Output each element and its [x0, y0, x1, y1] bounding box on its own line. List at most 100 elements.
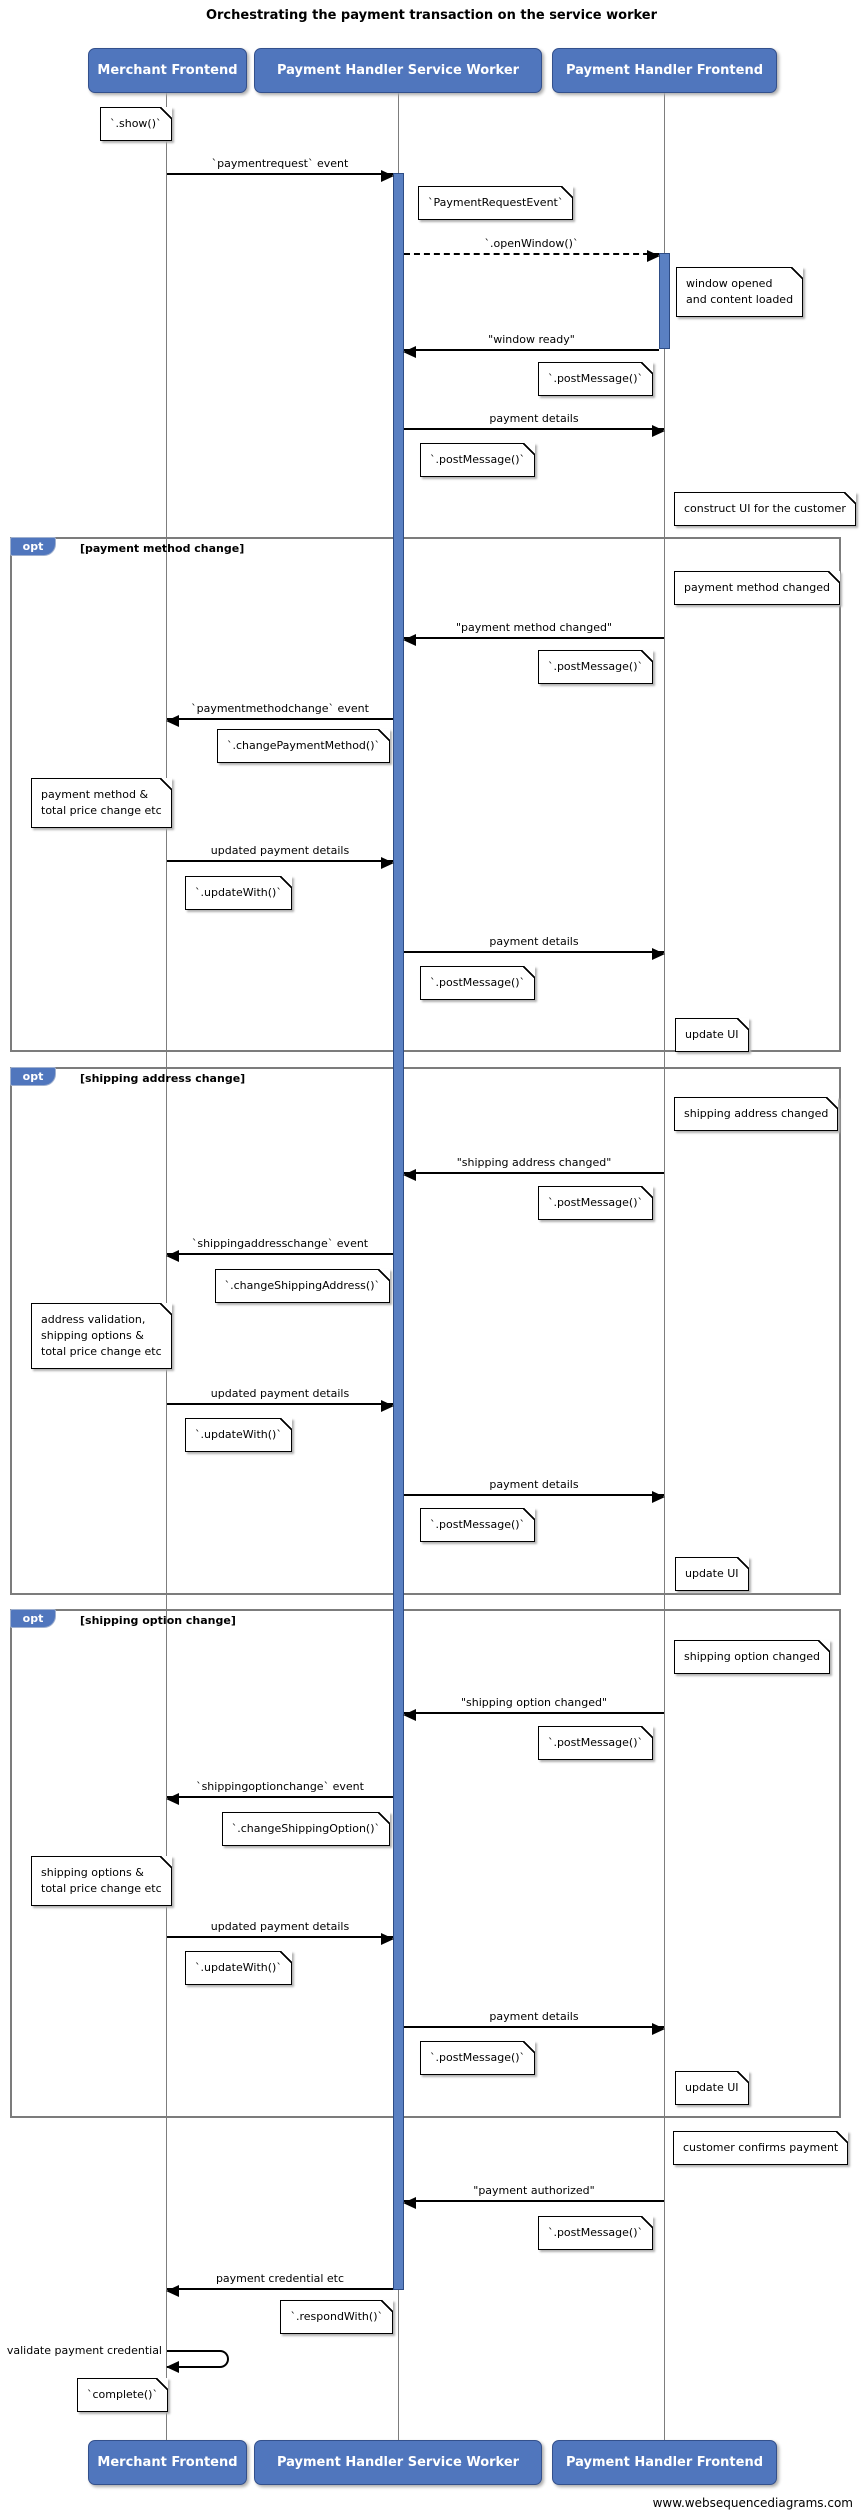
message-updated-payment-details-2: updated payment details	[167, 1386, 394, 1412]
opt-condition: [shipping address change]	[80, 1072, 246, 1085]
opt-keyword: opt	[10, 1609, 56, 1628]
message-payment-details-3: payment details	[404, 2009, 665, 2035]
message-label: "window ready"	[488, 333, 575, 346]
message-shipping-option-changed: "shipping option changed"	[403, 1695, 664, 1721]
opt-fragment-shipping-option: opt [shipping option change]	[10, 1609, 841, 2118]
activation-handler-frontend	[659, 253, 670, 349]
participant-handler-frontend-bottom: Payment Handler Frontend	[552, 2440, 777, 2485]
message-shipping-address-changed: "shipping address changed"	[403, 1155, 664, 1181]
opt-keyword: opt	[10, 537, 56, 556]
message-line	[167, 170, 394, 182]
message-updated-payment-details-1: updated payment details	[167, 843, 394, 869]
message-line	[404, 1491, 665, 1503]
opt-keyword: opt	[10, 1067, 56, 1086]
note-change-shipping-address: `.changeShippingAddress()`	[214, 1269, 391, 1303]
opt-fragment-payment-method: opt [payment method change]	[10, 537, 841, 1052]
note-payment-request-event: `PaymentRequestEvent`	[418, 186, 574, 220]
message-open-window: `.openWindow()`	[404, 236, 660, 262]
watermark: www.websequencediagrams.com	[652, 2496, 853, 2510]
opt-condition: [shipping option change]	[80, 1614, 236, 1627]
note-shipping-option-changed: shipping option changed	[674, 1640, 830, 1674]
note-post-message-method-changed: `.postMessage()`	[537, 650, 654, 684]
note-post-message-payment-details-2: `.postMessage()`	[420, 1508, 536, 1542]
message-window-ready: "window ready"	[403, 332, 659, 358]
message-line	[166, 1250, 393, 1262]
note-customer-confirms: customer confirms payment	[673, 2131, 849, 2165]
message-validate-credential-label: validate payment credential	[6, 2344, 162, 2357]
message-payment-method-changed: "payment method changed"	[403, 620, 664, 646]
note-post-message-window-ready: `.postMessage()`	[537, 362, 654, 396]
message-shippingoptionchange-event: `shippingoptionchange` event	[166, 1779, 393, 1805]
note-update-with-3: `.updateWith()`	[185, 1951, 292, 1985]
opt-fragment-shipping-address: opt [shipping address change]	[10, 1067, 841, 1595]
message-label: "payment method changed"	[455, 621, 613, 634]
message-label: `shippingoptionchange` event	[196, 1780, 364, 1793]
message-line	[404, 948, 665, 960]
message-label: `shippingaddresschange` event	[191, 1237, 369, 1250]
message-label: `paymentmethodchange` event	[191, 702, 369, 715]
note-update-with-2: `.updateWith()`	[185, 1418, 292, 1452]
activation-service-worker	[393, 173, 404, 2290]
note-update-with-1: `.updateWith()`	[185, 876, 292, 910]
message-shippingaddresschange-event: `shippingaddresschange` event	[166, 1236, 393, 1262]
message-line	[403, 1169, 664, 1181]
message-line	[167, 1400, 394, 1412]
note-window-opened: window opened and content loaded	[676, 267, 804, 317]
message-label: payment details	[489, 1478, 579, 1491]
diagram-title: Orchestrating the payment transaction on…	[205, 8, 658, 23]
message-payment-details-1: payment details	[404, 934, 665, 960]
participant-service-worker-top: Payment Handler Service Worker	[254, 48, 542, 93]
note-post-message-address-changed: `.postMessage()`	[537, 1186, 654, 1220]
message-payment-details-intro: payment details	[404, 411, 665, 437]
note-update-ui-2: update UI	[675, 1557, 749, 1591]
message-line	[403, 346, 659, 358]
message-label: `.openWindow()`	[484, 237, 579, 250]
note-merchant-address-update: address validation, shipping options & t…	[31, 1303, 172, 1369]
message-label: payment details	[489, 935, 579, 948]
note-post-message-payment-details-1: `.postMessage()`	[420, 966, 536, 1000]
note-construct-ui: construct UI for the customer	[674, 492, 856, 526]
message-line	[403, 1709, 664, 1721]
note-shipping-address-changed: shipping address changed	[674, 1097, 839, 1131]
note-post-message-authorized: `.postMessage()`	[537, 2216, 654, 2250]
lifeline-merchant-frontend	[166, 93, 167, 2440]
message-label: updated payment details	[210, 1387, 350, 1400]
participant-handler-frontend-top: Payment Handler Frontend	[552, 48, 777, 93]
message-validate-credential-self-loop	[166, 2350, 229, 2373]
message-line	[166, 1793, 393, 1805]
message-label: "shipping option changed"	[460, 1696, 608, 1709]
message-line	[403, 2197, 664, 2209]
message-label: "shipping address changed"	[456, 1156, 612, 1169]
note-update-ui-3: update UI	[675, 2071, 749, 2105]
participant-merchant-frontend-top: Merchant Frontend	[88, 48, 247, 93]
message-label: payment credential etc	[215, 2272, 345, 2285]
note-complete: `complete()`	[77, 2378, 168, 2412]
note-show: `.show()`	[100, 107, 172, 141]
message-line	[403, 634, 664, 646]
note-payment-method-changed: payment method changed	[674, 571, 840, 605]
message-line	[404, 250, 660, 262]
message-label: updated payment details	[210, 1920, 350, 1933]
message-payment-authorized: "payment authorized"	[403, 2183, 664, 2209]
message-line	[167, 1933, 394, 1945]
message-line	[404, 2023, 665, 2035]
message-label: `paymentrequest` event	[211, 157, 349, 170]
message-line	[404, 425, 665, 437]
note-merchant-option-update: shipping options & total price change et…	[31, 1856, 172, 1906]
opt-condition: [payment method change]	[80, 542, 245, 555]
message-line	[166, 2285, 393, 2297]
message-line	[167, 857, 394, 869]
message-paymentmethodchange-event: `paymentmethodchange` event	[166, 701, 393, 727]
message-label: updated payment details	[210, 844, 350, 857]
note-change-shipping-option: `.changeShippingOption()`	[221, 1812, 391, 1846]
note-post-message-payment-details-3: `.postMessage()`	[420, 2041, 536, 2075]
participant-service-worker-bottom: Payment Handler Service Worker	[254, 2440, 542, 2485]
note-post-message-payment-details-intro: `.postMessage()`	[420, 443, 536, 477]
message-label: payment details	[489, 412, 579, 425]
lifeline-handler-frontend	[664, 93, 665, 2440]
message-label: payment details	[489, 2010, 579, 2023]
participant-merchant-frontend-bottom: Merchant Frontend	[88, 2440, 247, 2485]
message-payment-credential: payment credential etc	[166, 2271, 393, 2297]
note-merchant-payment-method-update: payment method & total price change etc	[31, 778, 172, 828]
